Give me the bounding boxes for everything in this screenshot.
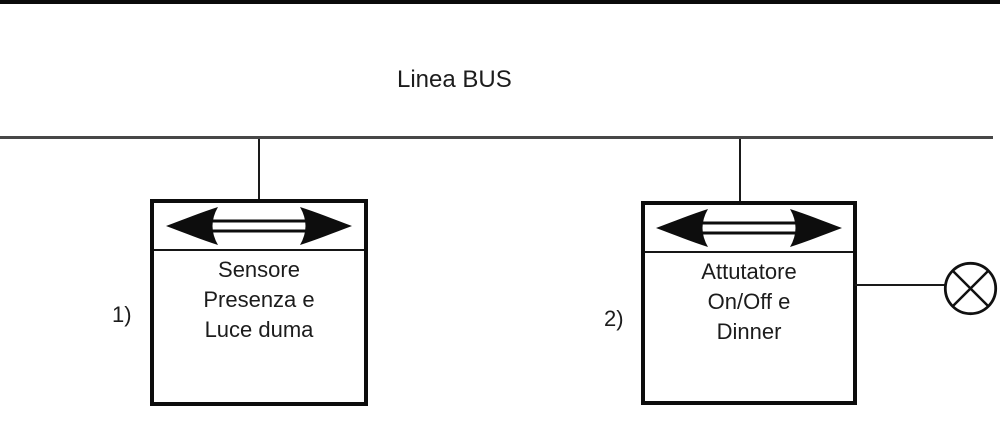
bus-drop-connector-1 [258, 139, 260, 200]
bus-coupler-arrow-icon [154, 203, 364, 251]
device-text-line: Sensore [218, 257, 300, 282]
bus-drop-connector-2 [739, 139, 741, 202]
top-border-line [0, 0, 1000, 4]
device-text-actuator: Attutatore On/Off e Dinner [645, 253, 853, 401]
device-index-label-1: 1) [112, 302, 132, 327]
device-text-sensor: Sensore Presenza e Luce duma [154, 251, 364, 402]
bus-line [0, 136, 993, 139]
device-text-line: Dinner [716, 319, 782, 344]
device-index-label-2: 2) [604, 306, 624, 331]
device-text-line: On/Off e [707, 289, 791, 314]
bus-coupler-arrow-icon [645, 205, 853, 253]
device-text-line: Attutatore [701, 259, 797, 284]
lamp-connector-line [855, 284, 945, 286]
bus-label: Linea BUS [397, 66, 512, 93]
lamp-icon [943, 261, 998, 316]
device-box-actuator: Attutatore On/Off e Dinner [641, 201, 857, 405]
device-box-sensor: Sensore Presenza e Luce duma [150, 199, 368, 406]
device-text-line: Presenza e [203, 287, 315, 312]
device-text-line: Luce duma [204, 317, 314, 342]
